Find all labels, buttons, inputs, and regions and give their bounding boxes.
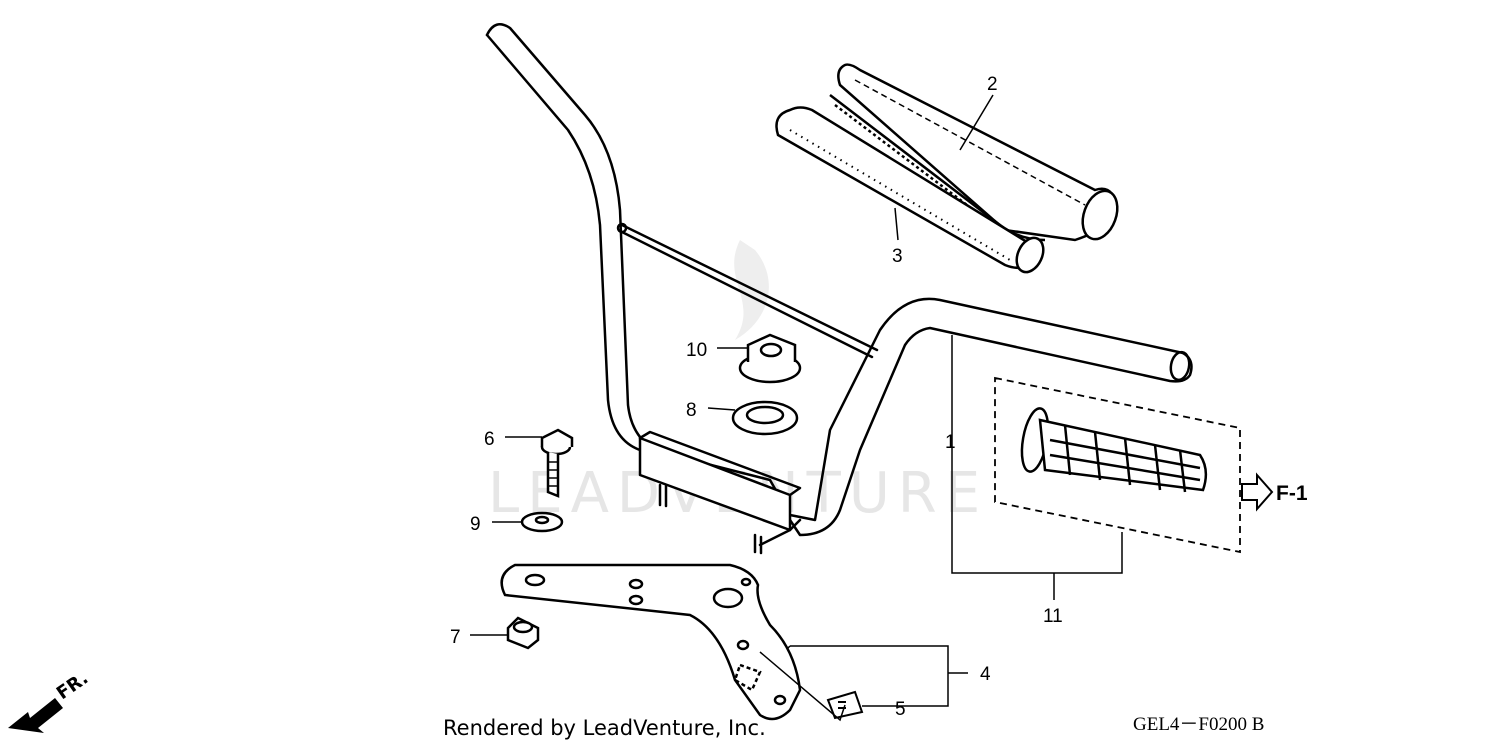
- flange-nut[interactable]: [738, 333, 802, 384]
- washer-9[interactable]: [520, 511, 564, 533]
- handlebar[interactable]: [485, 23, 1193, 555]
- diagram-code: GEL4－F0200 B: [1133, 714, 1265, 735]
- callout-4[interactable]: 4: [980, 664, 991, 685]
- callout-1[interactable]: 1: [945, 432, 956, 453]
- nut-7[interactable]: [506, 616, 540, 650]
- callout-9[interactable]: 9: [470, 514, 481, 535]
- callout-5[interactable]: 5: [895, 699, 906, 720]
- callout-11[interactable]: 11: [1043, 606, 1063, 627]
- callouts: 1 2 3 4 5 6 7 8 9 10 11: [450, 74, 1063, 720]
- front-indicator-label: FR.: [53, 668, 92, 704]
- callout-3[interactable]: 3: [892, 246, 903, 267]
- grip-set[interactable]: [994, 376, 1241, 554]
- f1-reference-label: F-1: [1276, 482, 1308, 505]
- grip-inner[interactable]: [775, 106, 1049, 277]
- render-credit: Rendered by LeadVenture, Inc.: [443, 716, 766, 740]
- washer-8[interactable]: [731, 400, 799, 436]
- leader-lines: [470, 94, 1123, 722]
- callout-6[interactable]: 6: [484, 429, 495, 450]
- callout-10[interactable]: 10: [686, 340, 707, 361]
- front-indicator: FR.: [8, 668, 92, 733]
- callout-7[interactable]: 7: [450, 627, 461, 648]
- f1-reference[interactable]: F-1: [1241, 472, 1308, 512]
- callout-2[interactable]: 2: [987, 74, 998, 95]
- bolt[interactable]: [540, 428, 574, 498]
- callout-8[interactable]: 8: [686, 400, 697, 421]
- handlebar-holder-plate[interactable]: [500, 563, 802, 721]
